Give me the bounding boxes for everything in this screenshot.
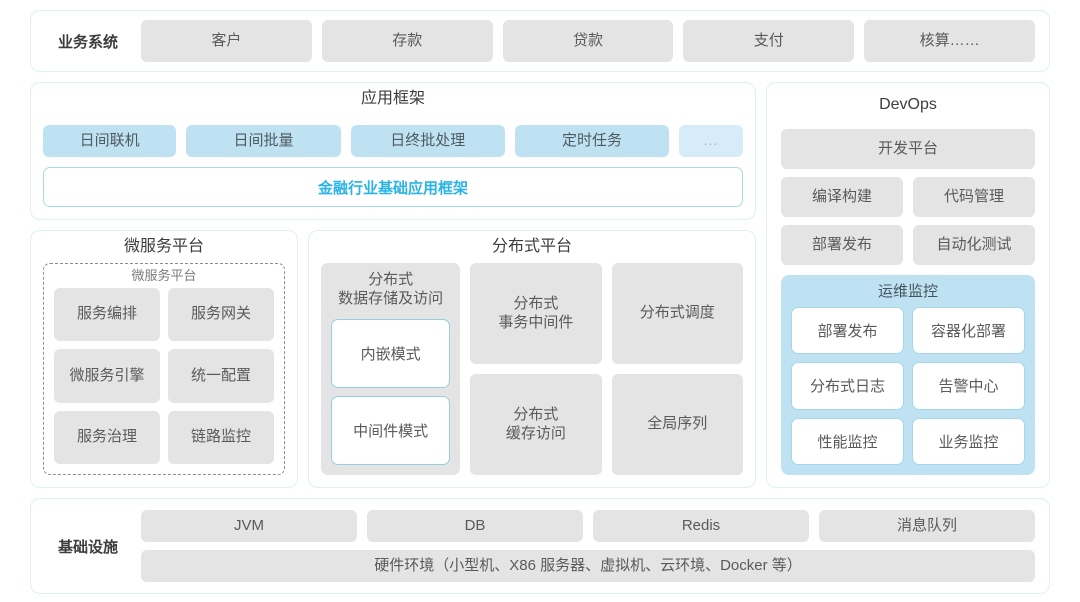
business-item-customer[interactable]: 客户: [141, 20, 312, 62]
microservice-platform-panel: 微服务平台 微服务平台 服务编排 服务网关 微服务引擎 统一配置 服务治理 链路…: [30, 230, 298, 488]
app-chip-daytime-online[interactable]: 日间联机: [43, 125, 177, 157]
distributed-scheduling[interactable]: 分布式调度: [611, 263, 743, 364]
ops-monitoring-title: 运维监控: [877, 283, 938, 300]
microservice-platform-title: 微服务平台: [123, 238, 204, 255]
microservice-item-governance[interactable]: 服务治理: [54, 410, 160, 464]
microservice-item-unified-config[interactable]: 统一配置: [168, 349, 274, 403]
app-chip-more[interactable]: ...: [679, 125, 744, 157]
finance-base-framework-banner: 金融行业基础应用框架: [43, 167, 743, 207]
dist-tx-line2: 事务中间件: [498, 313, 574, 331]
app-chip-eod-batch[interactable]: 日终批处理: [350, 125, 505, 157]
business-item-loan[interactable]: 贷款: [502, 20, 674, 62]
distributed-storage-title-line2: 数据存储及访问: [338, 289, 444, 307]
infrastructure-content: JVM DB Redis 消息队列 硬件环境（小型机、X86 服务器、虚拟机、云…: [141, 510, 1035, 582]
application-framework-title: 应用框架: [360, 90, 425, 107]
application-framework-chips: 日间联机 日间批量 日终批处理 定时任务 ...: [43, 125, 744, 157]
ops-item-distributed-log[interactable]: 分布式日志: [791, 362, 904, 410]
ops-item-container-deploy[interactable]: 容器化部署: [912, 307, 1025, 355]
application-framework-panel: 应用框架 日间联机 日间批量 日终批处理 定时任务 ... 金融行业基础应用框架: [30, 82, 756, 220]
platform-band: 微服务平台 微服务平台 服务编排 服务网关 微服务引擎 统一配置 服务治理 链路…: [30, 230, 756, 488]
infrastructure-panel: 基础设施 JVM DB Redis 消息队列 硬件环境（小型机、X86 服务器、…: [30, 498, 1050, 594]
microservice-item-tracing[interactable]: 链路监控: [168, 410, 274, 464]
ops-item-alert-center[interactable]: 告警中心: [912, 362, 1025, 410]
microservice-item-orchestration[interactable]: 服务编排: [54, 288, 160, 342]
infrastructure-label: 基础设施: [57, 538, 118, 556]
ops-item-business-monitor[interactable]: 业务监控: [912, 417, 1025, 465]
distributed-storage-card[interactable]: 分布式 数据存储及访问 内嵌模式 中间件模式: [321, 263, 461, 475]
dist-tx-line1: 分布式: [513, 294, 559, 312]
infra-item-db[interactable]: DB: [367, 510, 583, 542]
microservice-inner-box: 微服务平台 服务编排 服务网关 微服务引擎 统一配置 服务治理 链路监控: [43, 263, 285, 475]
devops-row-deploy: 部署发布 自动化测试: [781, 225, 1035, 265]
distributed-cache-access[interactable]: 分布式 缓存访问: [470, 374, 602, 475]
global-sequence[interactable]: 全局序列: [611, 374, 743, 475]
infra-item-jvm[interactable]: JVM: [141, 510, 357, 542]
ops-item-deploy-release[interactable]: 部署发布: [791, 307, 904, 355]
infra-item-message-queue[interactable]: 消息队列: [819, 510, 1035, 542]
ops-monitoring-grid: 部署发布 容器化部署 分布式日志 告警中心 性能监控 业务监控: [791, 307, 1025, 465]
distributed-platform-panel: 分布式平台 分布式 数据存储及访问 内嵌模式 中间件模式: [308, 230, 756, 488]
distributed-transaction-middleware[interactable]: 分布式 事务中间件: [470, 263, 602, 364]
infrastructure-components: JVM DB Redis 消息队列: [141, 510, 1035, 542]
app-chip-scheduled-task[interactable]: 定时任务: [514, 125, 670, 157]
business-systems-panel: 业务系统 客户 存款 贷款 支付 核算……: [30, 10, 1050, 72]
business-systems-label: 业务系统: [57, 33, 118, 51]
microservice-item-engine[interactable]: 微服务引擎: [54, 349, 160, 403]
devops-title: DevOps: [879, 96, 937, 113]
distributed-storage-column: 分布式 数据存储及访问 内嵌模式 中间件模式: [321, 263, 461, 475]
devops-panel: DevOps 开发平台 编译构建 代码管理 部署发布 自动化测试 运维监控 部署…: [766, 82, 1050, 488]
infra-item-redis[interactable]: Redis: [593, 510, 809, 542]
devops-deploy-release[interactable]: 部署发布: [781, 225, 903, 265]
distributed-right-column: 分布式调度 全局序列: [611, 263, 743, 475]
devops-compile-build[interactable]: 编译构建: [781, 177, 903, 217]
business-item-accounting[interactable]: 核算……: [864, 20, 1035, 62]
business-item-payment[interactable]: 支付: [683, 20, 855, 62]
ops-item-performance-monitor[interactable]: 性能监控: [791, 417, 904, 465]
dist-cache-line2: 缓存访问: [505, 424, 566, 442]
ops-monitoring-panel: 运维监控 部署发布 容器化部署 分布式日志 告警中心 性能监控 业务监控: [781, 275, 1035, 475]
devops-development-platform[interactable]: 开发平台: [781, 129, 1035, 169]
app-chip-daytime-batch[interactable]: 日间批量: [186, 125, 341, 157]
distributed-middle-column: 分布式 事务中间件 分布式 缓存访问: [470, 263, 602, 475]
distributed-storage-title-line1: 分布式: [368, 271, 414, 288]
infra-hardware-environment[interactable]: 硬件环境（小型机、X86 服务器、虚拟机、云环境、Docker 等）: [141, 550, 1035, 582]
microservice-inner-title: 微服务平台: [131, 268, 197, 283]
storage-mode-embedded[interactable]: 内嵌模式: [331, 318, 451, 388]
devops-automated-testing[interactable]: 自动化测试: [913, 225, 1035, 265]
storage-mode-middleware[interactable]: 中间件模式: [331, 395, 451, 465]
devops-stack: 开发平台 编译构建 代码管理 部署发布 自动化测试: [781, 129, 1035, 265]
microservice-grid: 服务编排 服务网关 微服务引擎 统一配置 服务治理 链路监控: [54, 288, 274, 464]
devops-row-build: 编译构建 代码管理: [781, 177, 1035, 217]
distributed-body: 分布式 数据存储及访问 内嵌模式 中间件模式 分布式: [321, 263, 743, 475]
microservice-item-gateway[interactable]: 服务网关: [168, 288, 274, 342]
distributed-storage-title: 分布式 数据存储及访问: [331, 271, 450, 311]
platform-column: 应用框架 日间联机 日间批量 日终批处理 定时任务 ... 金融行业基础应用框架…: [30, 82, 756, 488]
dist-cache-line1: 分布式: [513, 405, 559, 423]
middle-row: 应用框架 日间联机 日间批量 日终批处理 定时任务 ... 金融行业基础应用框架…: [30, 82, 1050, 488]
distributed-platform-title: 分布式平台: [491, 238, 572, 255]
business-item-deposit[interactable]: 存款: [321, 20, 493, 62]
devops-code-management[interactable]: 代码管理: [913, 177, 1035, 217]
